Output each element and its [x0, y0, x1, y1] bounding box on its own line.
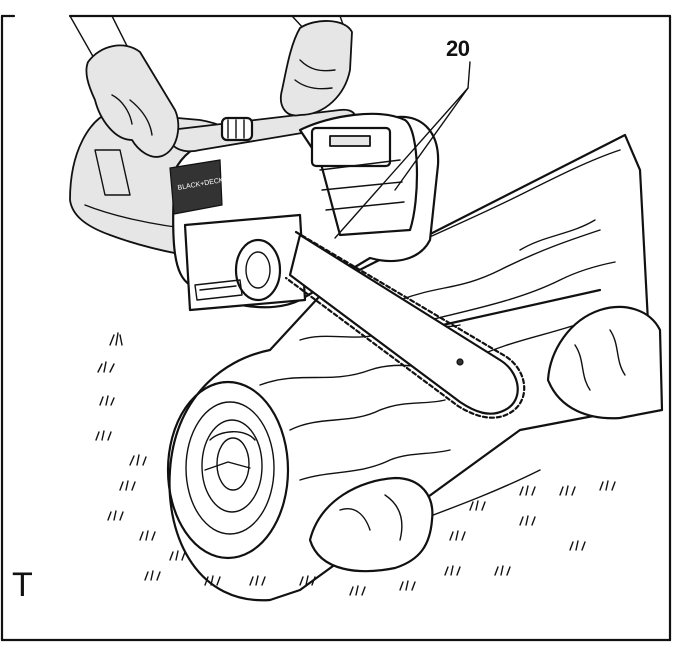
grass-tuft-icon [95, 332, 616, 596]
rock-icon [546, 305, 664, 420]
chain-bar-icon [284, 230, 526, 419]
callout-number-20: 20 [446, 36, 470, 61]
figure-frame [0, 14, 672, 642]
chainsaw-icon: BLACK+DECKER [69, 108, 440, 312]
figure-letter: T [12, 566, 33, 604]
rock-icon [308, 476, 434, 573]
gloved-hands-icon [69, 15, 353, 158]
callout-leader-20 [334, 61, 471, 239]
